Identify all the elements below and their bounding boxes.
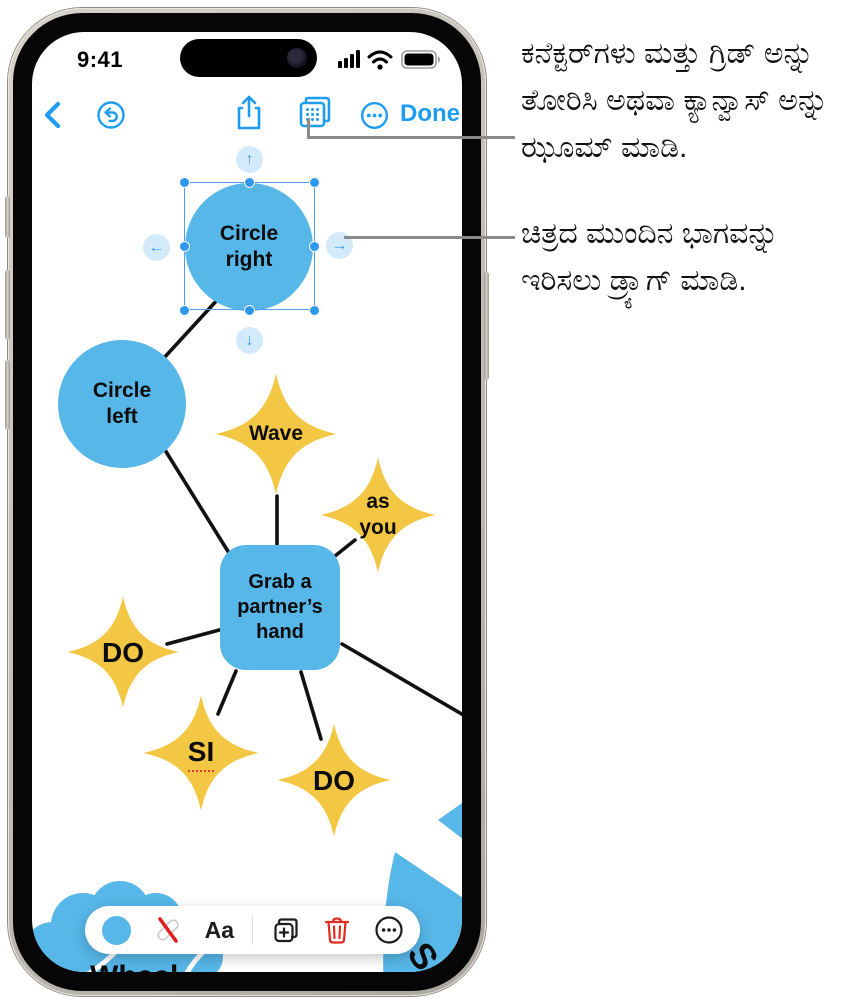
move-left-arrow[interactable]: ← [143, 234, 170, 261]
shape-star-si[interactable]: SI [141, 693, 261, 813]
trash-icon [325, 917, 350, 944]
move-up-arrow[interactable]: ↑ [236, 146, 263, 173]
selection-handle-nw[interactable] [179, 177, 190, 188]
more-button[interactable] [360, 101, 389, 135]
shape-star-as-you[interactable]: as you [318, 455, 438, 575]
cellular-signal-icon [338, 50, 360, 68]
fill-color-button[interactable] [97, 911, 135, 949]
volume-down-button[interactable] [5, 360, 10, 430]
fill-color-swatch [101, 915, 131, 945]
selection-box [184, 182, 315, 310]
ellipsis-circle-icon [375, 916, 403, 944]
status-time: 9:41 [76, 47, 124, 72]
shape-label-misspelled: SI [187, 734, 215, 772]
selection-handle-sw[interactable] [179, 305, 190, 316]
dynamic-island [180, 39, 317, 77]
bezel: 9:41 [13, 13, 481, 991]
shape-star-wave[interactable]: Wave [213, 371, 339, 497]
annotation-callout1: ಕನೆಕ್ಟರ್‌ಗಳು ಮತ್ತು ಗ್ರಿಡ್ ಅನ್ನು ತೋರಿಸಿ ಅ… [521, 37, 829, 164]
shape-label: Circle left [92, 378, 152, 428]
share-icon [237, 95, 261, 130]
context-toolbar: Aa [85, 906, 420, 954]
selection-handle-e[interactable] [309, 241, 320, 252]
selection-handle-w[interactable] [179, 241, 190, 252]
front-camera [287, 48, 307, 68]
battery-icon [401, 50, 440, 69]
chevron-left-icon [44, 101, 61, 129]
line-style-button[interactable] [149, 911, 187, 949]
power-button[interactable] [484, 272, 489, 380]
shape-label: Grab a partner’s hand [237, 571, 323, 643]
undo-arrow-circle-icon [97, 101, 125, 129]
shape-label: DO [313, 764, 355, 796]
connector-lines [161, 296, 462, 741]
callout2-line [344, 236, 515, 239]
shape-circle-right-selected[interactable]: Circle right [185, 183, 313, 311]
ellipsis-circle-icon [360, 101, 389, 130]
shape-label: DO [102, 636, 144, 668]
toolbar-more-button[interactable] [370, 911, 408, 949]
shape-circle-left[interactable]: Circle left [58, 340, 186, 468]
shape-label: Circle right [219, 221, 279, 271]
shape-label: as you [359, 489, 397, 539]
wifi-icon [367, 50, 393, 64]
shape-star-do-left[interactable]: DO [65, 594, 181, 710]
selection-handle-s[interactable] [244, 305, 255, 316]
selection-handle-n[interactable] [244, 177, 255, 188]
stroke-style-slash-icon [157, 917, 179, 943]
toolbar-divider [251, 915, 253, 945]
delete-button[interactable] [318, 911, 356, 949]
selection-handle-ne[interactable] [309, 177, 320, 188]
move-right-arrow[interactable]: → [326, 232, 353, 259]
shape-square-grab[interactable]: Grab a partner’s hand [220, 545, 340, 670]
move-down-arrow[interactable]: ↓ [236, 327, 263, 354]
grid-view-button[interactable] [298, 95, 332, 134]
status-icons [336, 48, 446, 72]
shape-label: Wave [248, 421, 304, 445]
canvas-grid-icon [299, 96, 331, 128]
selection-handle-se[interactable] [309, 305, 320, 316]
duplicate-icon [274, 918, 298, 943]
callout1-line-vertical [307, 118, 310, 139]
back-button[interactable] [40, 100, 66, 135]
screen: 9:41 [32, 32, 462, 972]
done-button[interactable]: Done [400, 100, 460, 127]
share-button[interactable] [234, 95, 264, 136]
action-button[interactable] [5, 196, 10, 238]
wifi-dot [377, 64, 383, 70]
undo-button[interactable] [96, 100, 126, 135]
shape-star-do-bottom[interactable]: DO [275, 721, 393, 839]
iphone-frame: 9:41 [5, 8, 489, 996]
text-style-button[interactable]: Aa [204, 916, 235, 943]
duplicate-button[interactable] [267, 911, 305, 949]
volume-up-button[interactable] [5, 270, 10, 340]
callout1-line-horizontal [307, 136, 515, 139]
annotation-callout2: ಚಿತ್ರದ ಮುಂದಿನ ಭಾಗವನ್ನು ಇರಿಸಲು ಡ್ರ್ಯಾಗ್ ಮ… [521, 217, 779, 297]
shape-label-wheel: Wheel [90, 960, 178, 972]
